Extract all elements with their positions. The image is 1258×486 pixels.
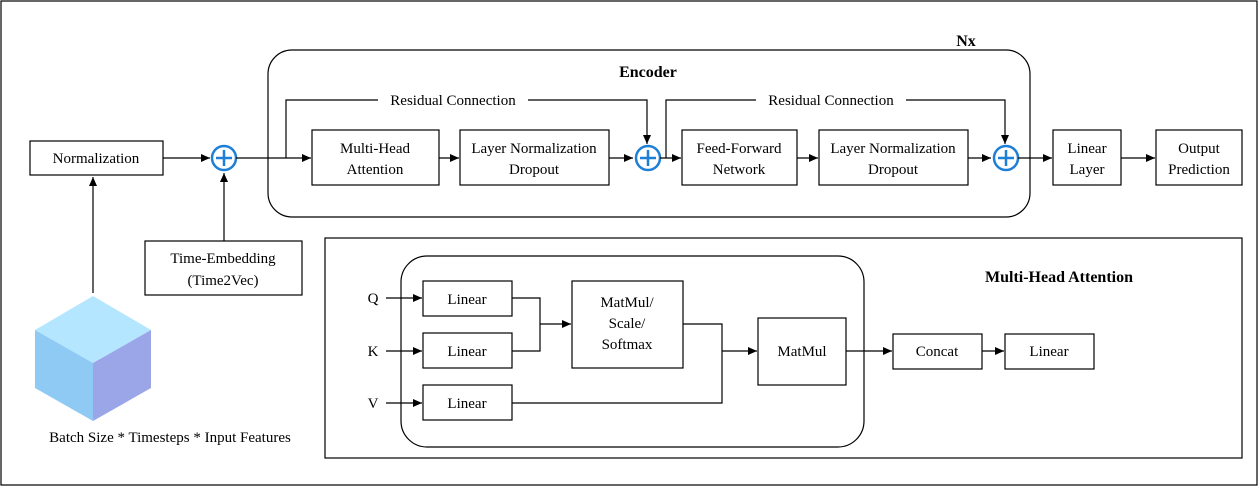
encoder-container <box>267 49 1031 218</box>
scale-label-3: Softmax <box>602 337 653 353</box>
mha-detail-title: Multi-Head Attention <box>985 269 1133 286</box>
scale-label-1: MatMul/ <box>600 295 654 311</box>
add-icon <box>210 144 238 172</box>
mha-label-1: Multi-Head <box>340 141 410 157</box>
q-label: Q <box>368 291 379 307</box>
residual-label-2: Residual Connection <box>768 93 894 109</box>
linear-v-label: Linear <box>447 396 486 412</box>
add-icon <box>992 144 1020 172</box>
mha-detail-panel <box>324 237 1243 459</box>
linear-layer-label-1: Linear <box>1067 141 1106 157</box>
k-label: K <box>368 344 379 360</box>
linear-layer-box <box>1052 129 1122 186</box>
matmul-box <box>757 317 847 386</box>
linear-q-box <box>422 280 513 317</box>
encoder-title: Encoder <box>619 64 677 81</box>
scale-v-merge-line <box>512 323 723 404</box>
linear-out-label: Linear <box>1029 344 1068 360</box>
add-icon <box>634 144 662 172</box>
mha-label-2: Attention <box>347 162 404 178</box>
norm2-label-1: Layer Normalization <box>830 141 956 157</box>
norm2-box <box>818 129 969 186</box>
linear-k-label: Linear <box>447 344 486 360</box>
mha-box <box>311 129 440 186</box>
linear-q-label: Linear <box>447 292 486 308</box>
linear-layer-label-2: Layer <box>1070 162 1105 178</box>
scale-label-2: Scale/ <box>609 316 646 332</box>
data-cube-icon <box>35 296 151 421</box>
concat-box <box>892 333 983 370</box>
matmul-label: MatMul <box>777 344 826 360</box>
time-embedding-label-1: Time-Embedding <box>170 251 276 267</box>
linear-v-box <box>422 384 513 421</box>
norm1-label-2: Dropout <box>509 162 560 178</box>
ffn-label-2: Network <box>713 162 766 178</box>
repeat-label: Nx <box>956 33 976 50</box>
residual-label-1: Residual Connection <box>390 93 516 109</box>
ffn-box <box>681 129 798 186</box>
linear-out-box <box>1004 333 1095 370</box>
output-label-1: Output <box>1178 141 1221 157</box>
concat-label: Concat <box>916 344 959 360</box>
output-label-2: Prediction <box>1168 162 1230 178</box>
linear-k-box <box>422 332 513 369</box>
output-box <box>1155 129 1243 186</box>
norm2-label-2: Dropout <box>868 162 919 178</box>
input-caption: Batch Size * Timesteps * Input Features <box>49 430 291 446</box>
normalization-label: Normalization <box>53 151 140 167</box>
time-embedding-box <box>144 240 303 296</box>
ffn-label-1: Feed-Forward <box>697 141 782 157</box>
qk-merge-line <box>512 297 541 352</box>
norm1-label-1: Layer Normalization <box>471 141 597 157</box>
v-label: V <box>368 396 379 412</box>
time-embedding-label-2: (Time2Vec) <box>187 273 258 289</box>
